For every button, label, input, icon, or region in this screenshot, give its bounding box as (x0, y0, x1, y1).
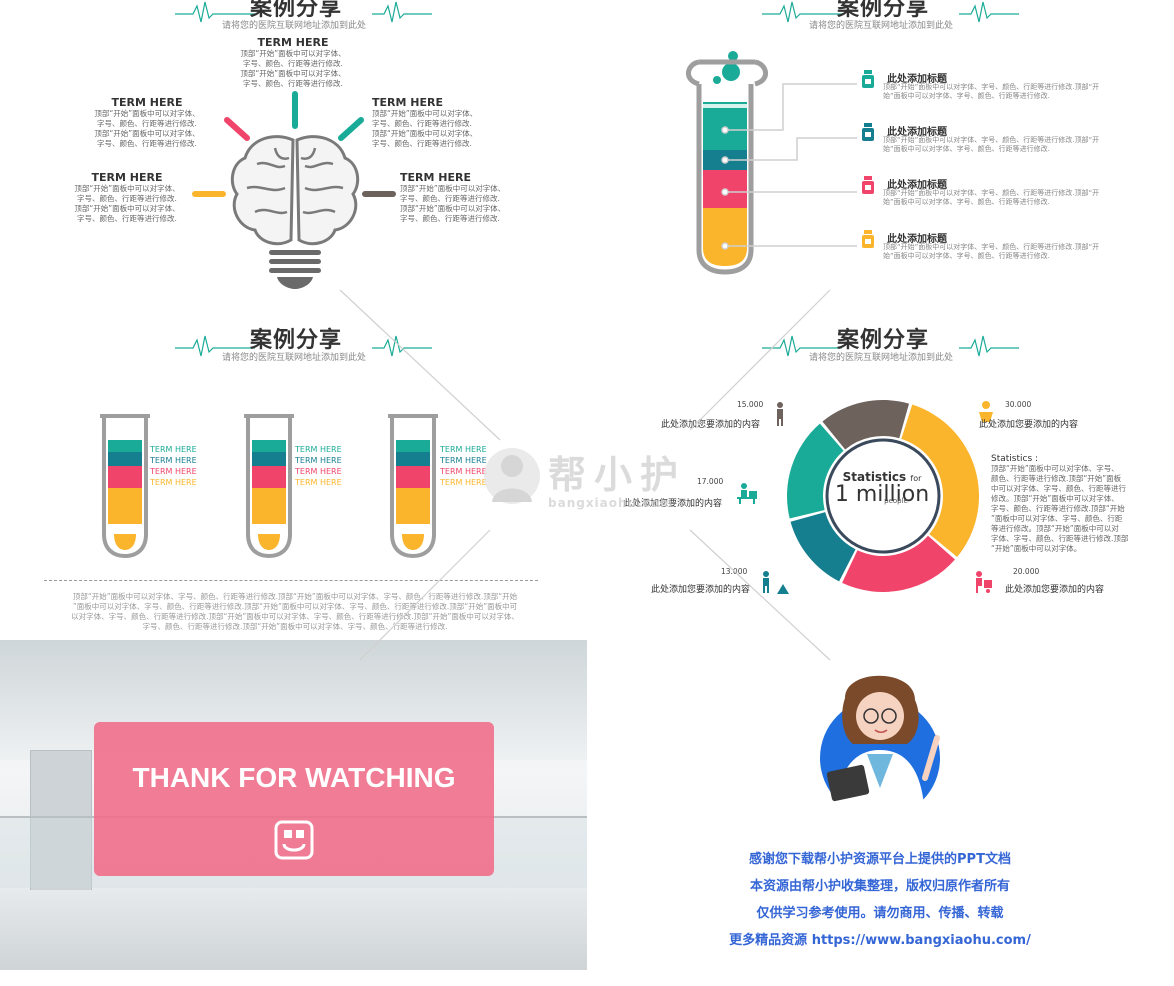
dashed-divider (44, 580, 538, 581)
watermark-domain: bangxiaohu.com (548, 496, 674, 510)
bottle-icon (862, 230, 874, 248)
donut-center-text: Statistics for 1 million people (827, 470, 937, 507)
credits-panel: 感谢您下载帮小护资源平台上提供的PPT文档 本资源由帮小护收集整理，版权归原作者… (587, 640, 1174, 986)
donut-chart (786, 400, 980, 592)
slide-brain: 案例分享 请将您的医院互联网地址添加到此处 TERM HERE 顶部“开始”面板… (0, 0, 587, 320)
slice-yellow (901, 404, 980, 557)
bottle-icon (862, 176, 874, 194)
ecg-line-right (959, 1, 1019, 23)
center-people: people (884, 497, 908, 505)
thanks-text: THANK FOR WATCHING (132, 762, 456, 793)
baby-icon (979, 401, 993, 422)
term-block-upper-right: TERM HERE 顶部“开始”面板中可以对字体、 字号、颜色、行距等进行修改.… (372, 96, 478, 148)
stat-label: 此处添加您要添加的内容 (1005, 585, 1105, 595)
stat-value: 17.000 (697, 477, 724, 486)
construction-worker-icon (763, 571, 789, 594)
watermark-brand: 帮小护 (548, 453, 687, 497)
center-big: 1 million (834, 482, 930, 507)
stat-value: 30.000 (1005, 400, 1032, 409)
watermark: 帮小护 bangxiaohu.com (482, 440, 722, 520)
term-block-upper-left: TERM HERE 顶部“开始”面板中可以对字体、 字号、颜色、行距等进行修改.… (94, 96, 200, 148)
slide-subtitle: 请将您的医院互联网地址添加到此处 (222, 21, 367, 31)
ecg-line-right (372, 335, 432, 357)
ecg-line-right (372, 1, 432, 23)
background-floor (0, 890, 587, 970)
ecg-line-left (175, 1, 255, 23)
term-block-top: TERM HERE 顶部“开始”面板中可以对字体、 字号、颜色、行距等进行修改.… (240, 36, 346, 88)
ecg-line-right (959, 335, 1019, 357)
nurse-avatar (820, 675, 940, 818)
stat-label: 此处添加您要添加的内容 (661, 420, 761, 430)
ecg-line-left (175, 335, 255, 357)
slide-title: 案例分享 (250, 0, 343, 21)
stat-label: 此处添加您要添加的内容 (623, 499, 723, 509)
side-text: Statistics : 顶部“开始”面板中可以对字体、字号、 颜色、行距等进行… (991, 454, 1129, 553)
slide-three-tubes: 案例分享 请将您的医院互联网地址添加到此处 TERM HERE TERM HER… (0, 320, 587, 640)
tube-legend-1: TERM HERE TERM HERE TERM HERE TERM HERE (150, 445, 197, 487)
brain-bulb-icon (192, 91, 396, 289)
credits-text: 感谢您下载帮小护资源平台上提供的PPT文档 本资源由帮小护收集整理，版权归原作者… (729, 852, 1031, 948)
slide-title: 案例分享 (837, 328, 930, 353)
slide-subtitle: 请将您的医院互联网地址添加到此处 (809, 353, 954, 363)
desk-worker-icon (737, 483, 757, 504)
watermark-nurse-icon (484, 448, 540, 504)
slice-brown (822, 400, 910, 450)
term-block-lower-right: TERM HERE 顶部“开始”面板中可以对字体、 字号、颜色、行距等进行修改.… (400, 171, 506, 223)
test-tube-graphic (686, 51, 857, 275)
three-tubes-graphic (98, 414, 440, 558)
slide-title: 案例分享 (837, 0, 930, 21)
logo-icon (274, 820, 314, 860)
stat-value: 13.000 (721, 567, 748, 576)
slice-teal (786, 423, 844, 519)
center-for: for (910, 474, 922, 483)
center-label: Statistics (842, 470, 907, 484)
walking-person-icon (777, 402, 783, 426)
bottle-icon (862, 70, 874, 88)
stat-label: 此处添加您要添加的内容 (979, 420, 1079, 430)
slide-title: 案例分享 (250, 328, 343, 353)
slide-tube: 案例分享 请将您的医院互联网地址添加到此处 此处添加标题 顶部“开始”面板中可以… (587, 0, 1174, 320)
cart-worker-icon (976, 571, 992, 593)
paragraph: 顶部“开始”面板中可以对字体、字号、颜色、行距等进行修改.顶部“开始”面板中可以… (71, 592, 519, 631)
slice-pink (842, 535, 955, 592)
ecg-line-left (762, 1, 842, 23)
donut-center-ring (825, 438, 941, 554)
stat-value: 20.000 (1013, 567, 1040, 576)
slide-subtitle: 请将您的医院互联网地址添加到此处 (222, 353, 367, 363)
slide-subtitle: 请将您的医院互联网地址添加到此处 (809, 21, 954, 31)
tube-legend-3: TERM HERE TERM HERE TERM HERE TERM HERE (440, 445, 487, 487)
stat-label: 此处添加您要添加的内容 (651, 585, 751, 595)
tube-legend-2: TERM HERE TERM HERE TERM HERE TERM HERE (295, 445, 342, 487)
term-block-lower-left: TERM HERE 顶部“开始”面板中可以对字体、 字号、颜色、行距等进行修改.… (74, 171, 180, 223)
bottle-icon (862, 123, 874, 141)
slide-thanks: THANK FOR WATCHING (0, 640, 587, 970)
stat-value: 15.000 (737, 400, 764, 409)
